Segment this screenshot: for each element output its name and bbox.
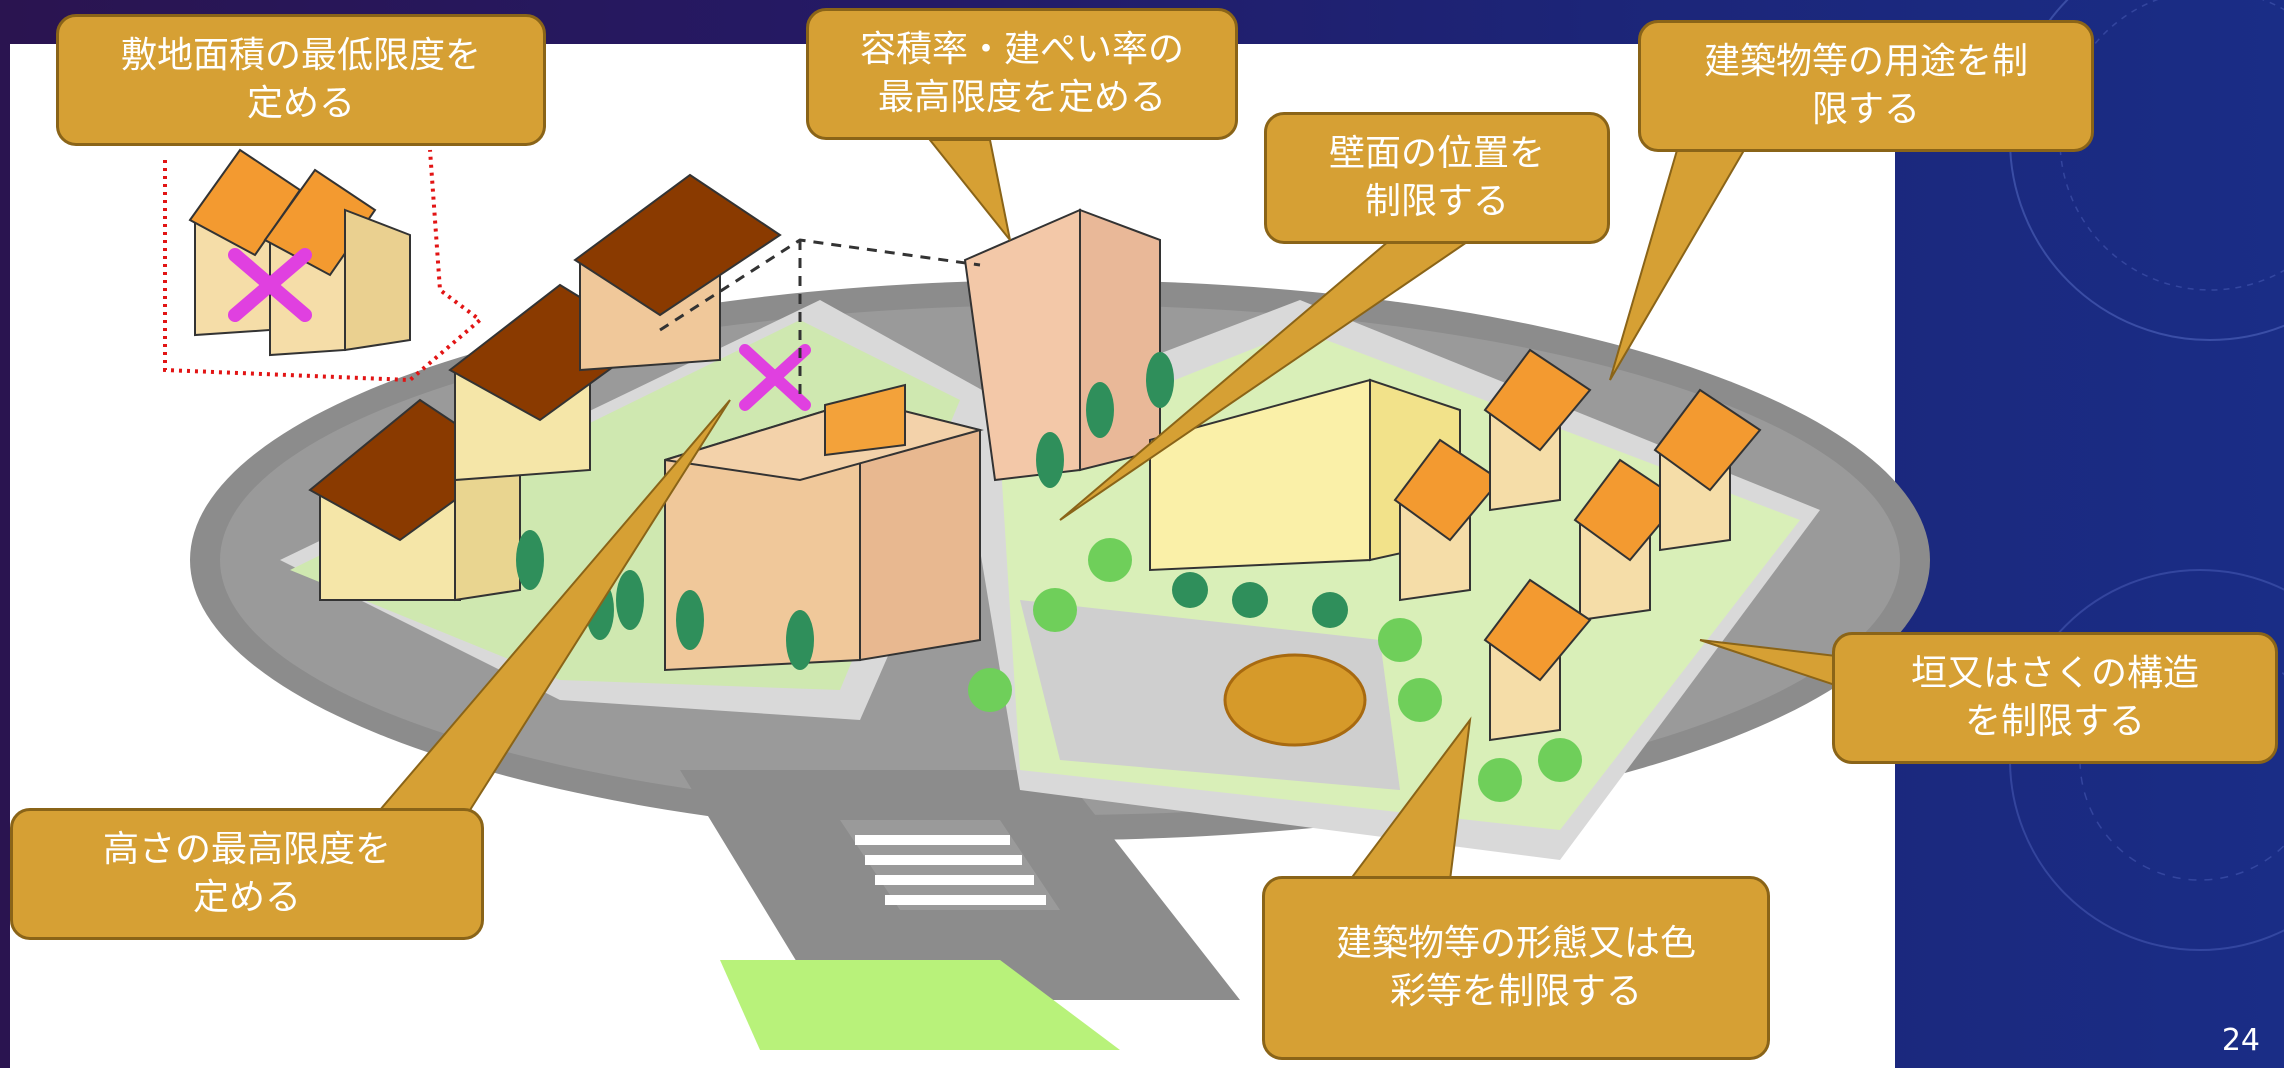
callout-fence-structure-line1: 垣又はさくの構造 xyxy=(1910,653,2199,694)
page-number: 24 xyxy=(2221,1023,2260,1058)
callout-max-height: 高さの最高限度を 定める xyxy=(10,808,484,940)
callout-min-site-area: 敷地面積の最低限度を 定める xyxy=(56,14,546,146)
callout-form-color: 建築物等の形態又は色 彩等を制限する xyxy=(1262,876,1770,1060)
small-lot-inset xyxy=(163,148,484,383)
houses-left xyxy=(308,173,782,602)
grass-south xyxy=(720,960,1120,1050)
callout-max-height-line1: 高さの最高限度を xyxy=(102,829,391,870)
callout-wall-position-line1: 壁面の位置を xyxy=(1328,133,1545,174)
apartment-building xyxy=(664,383,984,672)
callout-min-site-area-line2: 定める xyxy=(246,83,355,124)
callout-building-use: 建築物等の用途を制 限する xyxy=(1638,20,2094,152)
callout-min-site-area-line1: 敷地面積の最低限度を xyxy=(120,35,481,76)
callout-building-use-line1: 建築物等の用途を制 xyxy=(1703,41,2028,82)
forbidden-mark-height xyxy=(739,344,811,411)
callout-fence-structure-line2: を制限する xyxy=(1964,701,2145,742)
callout-floor-area-ratio-line1: 容積率・建ぺい率の xyxy=(859,29,1184,70)
forbidden-mark-inset xyxy=(228,248,312,322)
plaza-fountain xyxy=(1223,653,1367,747)
height-envelope xyxy=(659,238,981,400)
callout-wall-position-line2: 制限する xyxy=(1364,181,1509,222)
tower-building xyxy=(963,208,1161,482)
callout-floor-area-ratio-line2: 最高限度を定める xyxy=(877,77,1166,118)
callout-floor-area-ratio: 容積率・建ぺい率の 最高限度を定める xyxy=(806,8,1238,140)
callout-building-use-line2: 限する xyxy=(1811,89,1920,130)
callout-form-color-line1: 建築物等の形態又は色 xyxy=(1335,923,1696,964)
callout-form-color-line2: 彩等を制限する xyxy=(1389,971,1642,1012)
callout-wall-position: 壁面の位置を 制限する xyxy=(1264,112,1610,244)
houses-right xyxy=(1393,348,1762,742)
callout-fence-structure: 垣又はさくの構造 を制限する xyxy=(1832,632,2278,764)
callout-max-height-line2: 定める xyxy=(192,877,301,918)
